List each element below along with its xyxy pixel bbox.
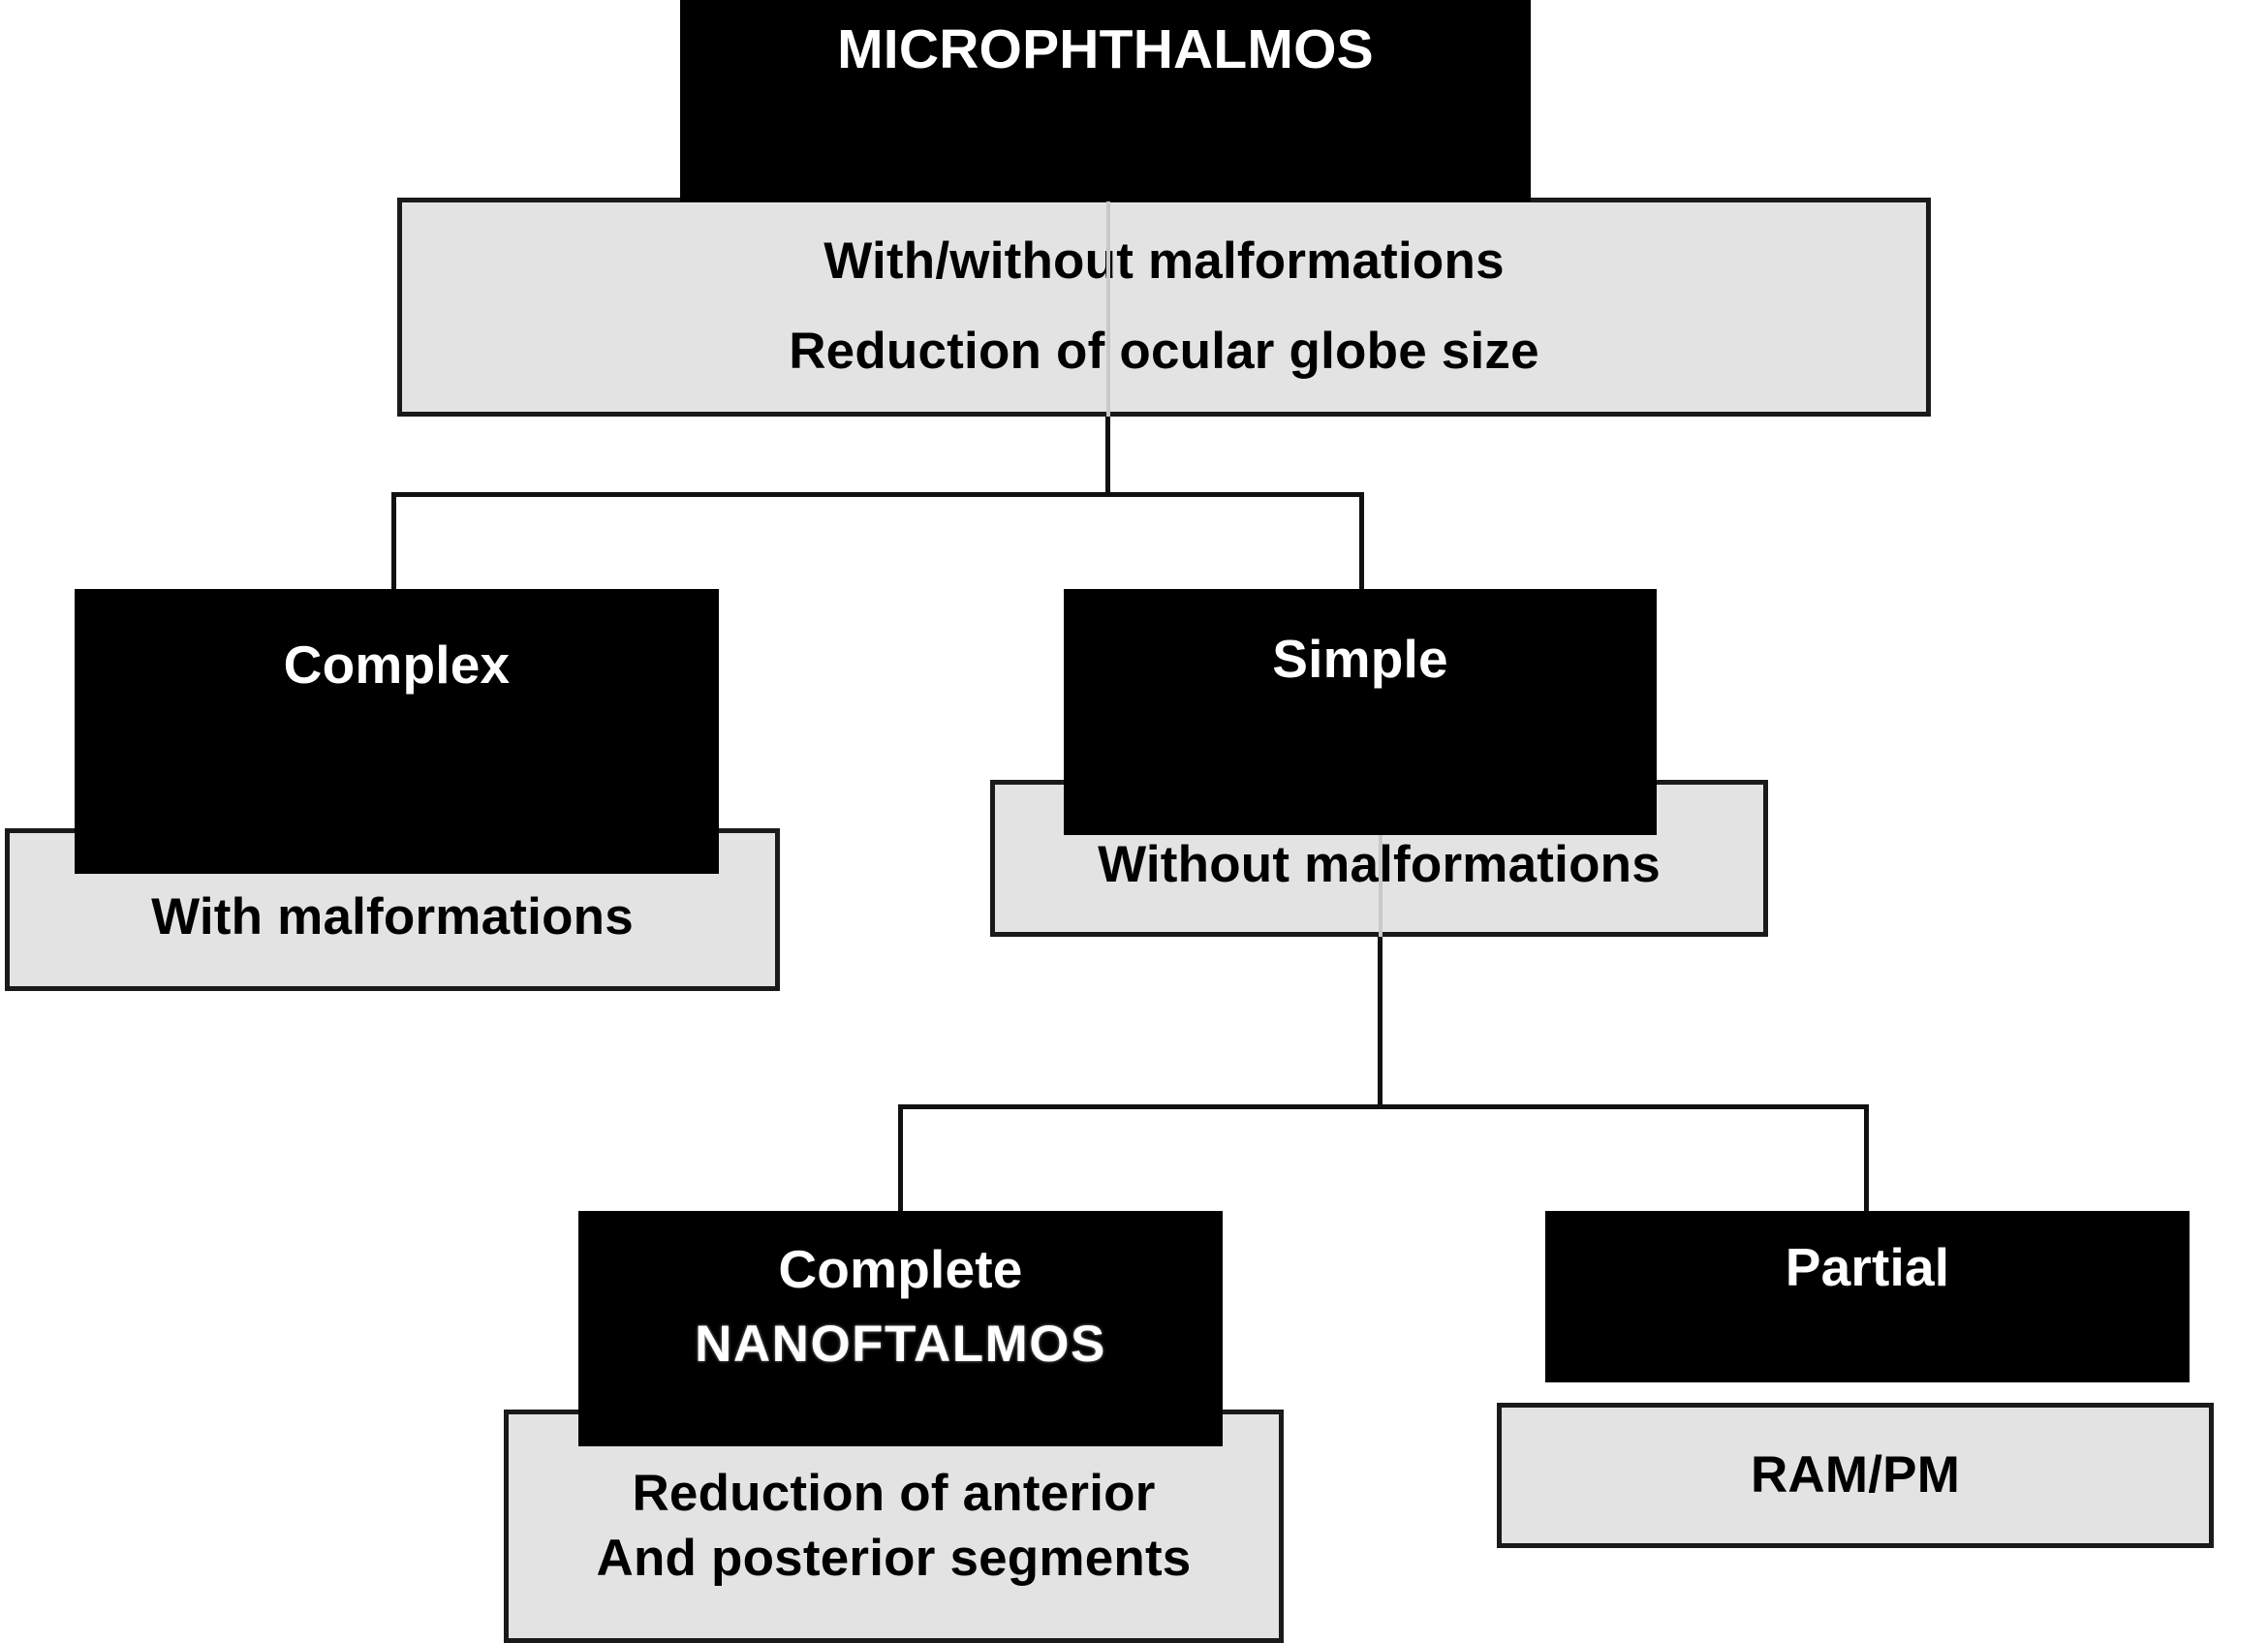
connector-to-simple	[1359, 492, 1364, 593]
node-microphthalmos-label: MICROPHTHALMOS	[837, 18, 1374, 80]
complete-description-text: Reduction of anterior And posterior segm…	[596, 1465, 1192, 1588]
connector-to-partial	[1864, 1104, 1869, 1213]
connector-simple-trunk	[1378, 935, 1383, 1107]
complete-description-box: Reduction of anterior And posterior segm…	[504, 1410, 1284, 1643]
connector-root-trunk	[1105, 415, 1110, 496]
node-microphthalmos: MICROPHTHALMOS	[680, 0, 1531, 202]
root-description-text: With/without malformations Reduction of …	[789, 232, 1539, 380]
node-simple: Simple	[1064, 589, 1657, 835]
root-description-box: With/without malformations Reduction of …	[397, 198, 1931, 417]
node-complex: Complex	[75, 589, 719, 874]
node-complete: Complete NANOFTALMOS	[578, 1211, 1223, 1446]
partial-description-box: RAM/PM	[1497, 1403, 2214, 1548]
connector-level1-bar	[391, 492, 1364, 497]
connector-to-complex	[391, 492, 396, 593]
node-nanoftalmos-label: NANOFTALMOS	[695, 1315, 1106, 1373]
simple-description-text: Without malformations	[1098, 835, 1661, 893]
node-partial-label: Partial	[1785, 1237, 1950, 1297]
complex-description-text: With malformations	[151, 887, 634, 946]
connector-ghost-simple	[1379, 835, 1383, 937]
node-complex-label: Complex	[283, 635, 511, 695]
partial-description-text: RAM/PM	[1750, 1446, 1961, 1504]
connector-ghost-root	[1106, 202, 1110, 417]
node-complete-label: Complete	[778, 1239, 1023, 1299]
node-simple-label: Simple	[1272, 629, 1448, 689]
connector-to-complete	[898, 1104, 903, 1213]
connector-level2-bar	[898, 1104, 1869, 1109]
node-partial: Partial	[1545, 1211, 2190, 1382]
